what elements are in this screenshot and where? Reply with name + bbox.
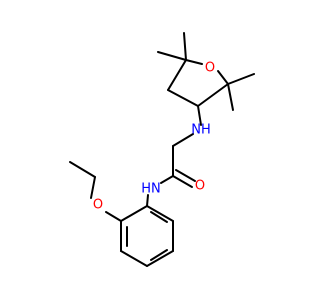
bond-c2-methyl-b [227,83,234,111]
bond-ring-inner-c [150,211,168,223]
bond-c3-c4 [167,89,199,107]
bond-carbonyl-n-amide [160,175,174,184]
bond-carbonyl-o-1 [172,175,193,188]
bond-ring-o-ether [105,211,122,222]
bond-n-amine-ch2 [172,133,194,147]
bond-ring-1-2 [120,205,148,222]
bond-c2-methyl-a [227,73,255,85]
molecule-diagram: O NH O HN O [69,32,255,267]
atom-label-n-amide: HN [141,182,161,197]
bond-c3-n-amine [197,105,202,126]
atom-label-o-ether: O [93,198,103,213]
bond-o-ring-c2 [217,70,229,85]
bond-ring-4-5 [146,250,174,267]
bond-carbonyl-o-2 [175,169,196,182]
bond-c5-methyl-b [157,51,187,61]
atom-label-o-ring: O [205,61,215,76]
bond-o-ether-ch2 [90,176,96,199]
bond-ring-inner-b [150,249,168,261]
bond-n-amide-aryl [146,194,149,207]
atom-label-o-carbonyl: O [195,179,205,194]
bond-ethyl [69,161,96,178]
bonds [69,32,255,267]
bond-c2-c3 [197,83,229,107]
atom-label-n-amine: NH [191,123,211,138]
bond-ring-3-4 [120,250,148,267]
bond-c4-c5 [167,59,187,91]
bond-c5-methyl-a [183,32,187,61]
atom-labels: O NH O HN O [93,61,215,213]
bond-ring-6-1 [146,205,174,222]
bond-c5-o-ring [185,59,203,65]
